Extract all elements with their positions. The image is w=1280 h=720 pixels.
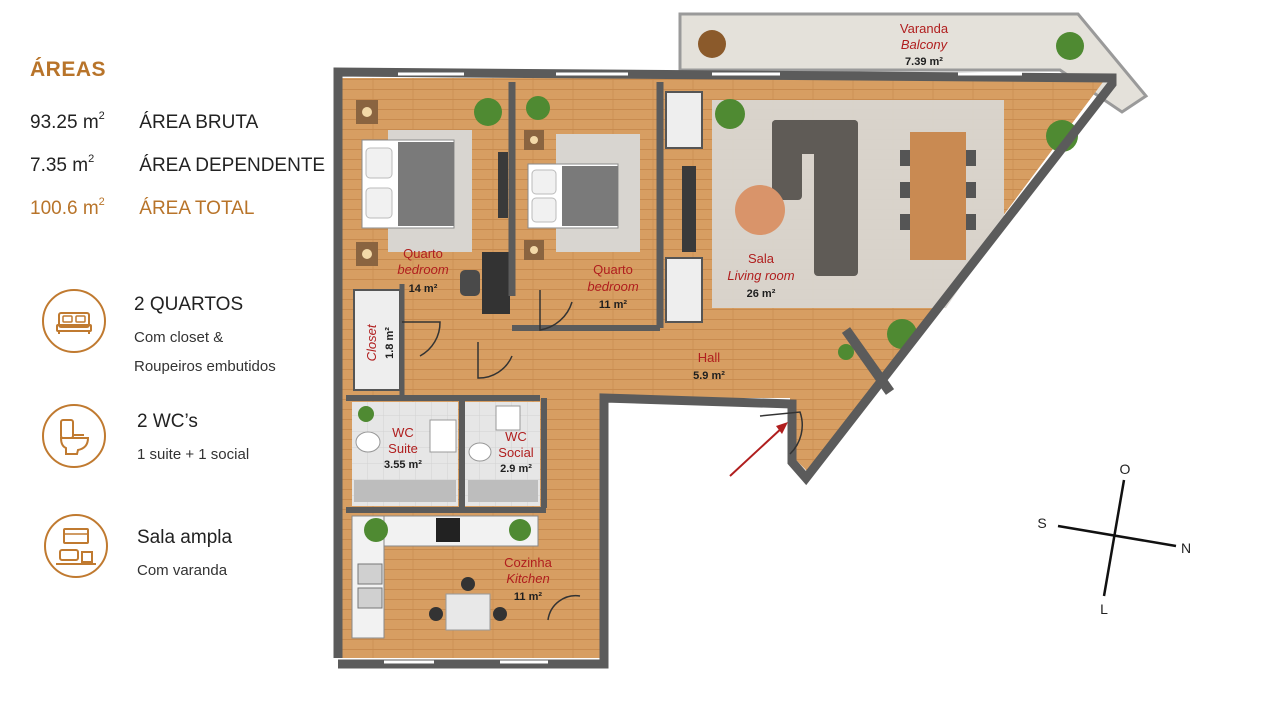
compass-top-letter: O [1120,461,1131,477]
feature-subtitle: 1 suite + 1 social [137,440,249,469]
area-unit-sup: 2 [98,196,105,208]
feature-subtitle: Com closet & Roupeiros embutidos [134,323,276,381]
wardrobes [353,91,703,391]
kitchen-label-pt: Cozinha [504,555,552,570]
coffee-table [735,185,785,235]
bedroom2-area: 11 m² [599,299,627,311]
living-label-en: Living room [727,268,794,283]
compass-left-letter: S [1037,515,1046,531]
bedroom1-label-en: bedroom [397,262,448,277]
area-unit-sup: 2 [88,153,95,165]
wc-social-area: 2.9 m² [500,463,532,475]
bed-icon [42,289,106,353]
balcony-area: 7.39 m² [905,56,943,68]
feature-line: Roupeiros embutidos [134,358,276,375]
kitchen-counter [351,515,539,639]
area-label: ÁREA DEPENDENTE [139,155,326,176]
living-room-icon [44,514,108,578]
bedroom2-label-en: bedroom [587,279,638,294]
area-label: ÁREA TOTAL [139,198,255,219]
wc-fixtures [354,405,538,502]
area-unit-sup: 2 [98,110,105,122]
bedroom2-label-pt: Quarto [593,262,633,277]
room-labels: Varanda Balcony 7.39 m² Quarto bedroom 1… [364,21,949,603]
sofa [772,120,858,276]
entrance-arrow [729,422,788,477]
kitchen-area: 11 m² [514,591,542,603]
bed-second [527,163,619,229]
feature-line: Com varanda [137,562,228,579]
closet-area: 1.8 m² [384,327,396,359]
tv [682,166,696,252]
compass: O L S N [1037,461,1191,617]
feature-line: Com closet & [134,329,224,346]
area-row-total: 100.6 m2 ÁREA TOTAL [30,196,255,220]
hall-label: Hall [698,350,721,365]
area-value: 100.6 m [30,198,99,219]
bedroom1-label-pt: Quarto [403,246,443,261]
feature-title: 2 QUARTOS [134,294,244,315]
closet-label: Closet [364,323,379,361]
balcony-label-pt: Varanda [900,21,949,36]
balcony-chair [698,30,726,58]
doors [402,290,803,621]
compass-bottom-letter: L [1100,601,1108,617]
wc-suite-label-pt: WC [392,425,414,440]
area-value: 93.25 m [30,112,99,133]
nightstands [356,100,544,266]
bedroom1-area: 14 m² [409,283,438,295]
kitchen-label-en: Kitchen [506,571,549,586]
compass-right-letter: N [1181,540,1191,556]
area-row-dependent: 7.35 m2 ÁREA DEPENDENTE [30,153,326,177]
balcony [678,12,1149,114]
feature-title: 2 WC’s [137,411,198,432]
area-value: 7.35 m [30,155,89,176]
area-row-gross: 93.25 m2 ÁREA BRUTA [30,110,259,134]
toilet-icon [42,404,106,468]
living-label-pt: Sala [748,251,775,266]
wc-social-label-en: Social [498,445,534,460]
hall-area: 5.9 m² [693,370,725,382]
desk [460,252,510,314]
area-label: ÁREA BRUTA [139,112,259,133]
feature-title: Sala ampla [137,527,233,548]
wc-social-label-pt: WC [505,429,527,444]
tv [498,152,508,218]
wc-suite-label-en: Suite [388,441,418,456]
dining-table [900,132,976,260]
feature-subtitle: Com varanda [137,556,227,585]
balcony-label-en: Balcony [901,37,949,52]
wc-suite-area: 3.55 m² [384,459,422,471]
bed-main [361,139,455,229]
areas-title: ÁREAS [30,58,107,81]
feature-line: 1 suite + 1 social [137,446,250,463]
windows [384,72,1022,664]
living-area: 26 m² [747,288,776,300]
plants [358,32,1084,542]
